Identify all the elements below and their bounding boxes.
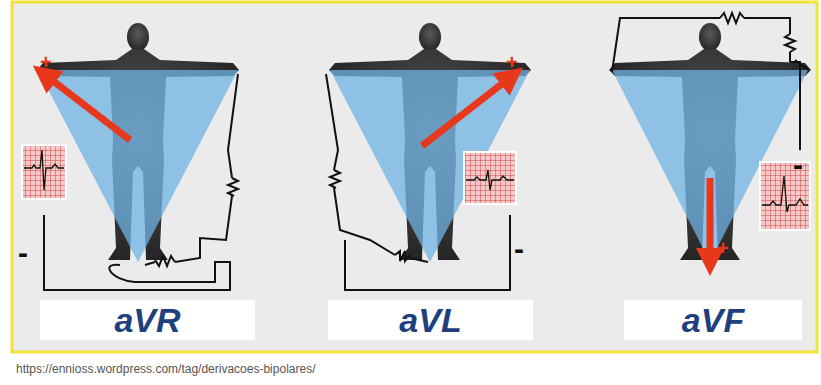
lead-name: aVF — [682, 303, 744, 337]
lead-label-box: aVF — [624, 300, 802, 340]
positive-sign: + — [506, 52, 518, 72]
lead-name: aVR — [114, 303, 180, 337]
avf-figure — [609, 13, 811, 262]
positive-sign: + — [40, 52, 52, 72]
positive-sign: + — [717, 238, 729, 258]
lead-label-box: aVR — [40, 300, 255, 340]
avr-figure — [22, 23, 239, 290]
avl-figure — [326, 23, 531, 290]
negative-sign: - — [793, 150, 803, 180]
negative-sign: - — [514, 234, 524, 264]
source-url: https://ennioss.wordpress.com/tag/deriva… — [16, 362, 315, 376]
lead-name: aVL — [399, 303, 461, 337]
lead-label-box: aVL — [328, 300, 533, 340]
negative-sign: - — [18, 238, 28, 268]
